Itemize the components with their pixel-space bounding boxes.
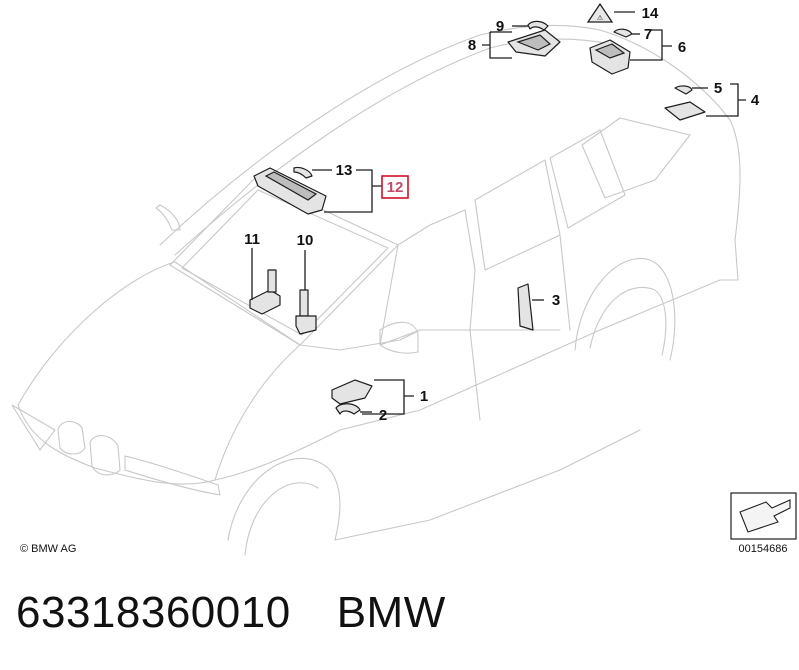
- callout-4: 4: [706, 83, 760, 117]
- callout-1: 1: [362, 379, 428, 415]
- callout-6-label: 6: [678, 39, 686, 56]
- callout-1-label: 1: [420, 388, 428, 405]
- callout-8: 8: [468, 31, 512, 59]
- overhead-console-module: [589, 28, 633, 75]
- brand-name: BMW: [336, 588, 446, 637]
- callout-7-label: 7: [644, 26, 652, 43]
- callout-6: 6: [630, 29, 686, 61]
- svg-text:⚠: ⚠: [597, 14, 603, 22]
- callout-14-label: 14: [642, 5, 659, 22]
- callout-7: 7: [632, 26, 652, 43]
- callout-12-label: 12: [387, 179, 404, 196]
- part-footer: 63318360010 BMW: [16, 588, 446, 638]
- glovebox-light: [331, 379, 373, 415]
- callout-12: 12: [324, 169, 409, 213]
- callout-3: 3: [532, 292, 560, 309]
- warning-triangle-icon: ⚠: [586, 2, 614, 23]
- callout-11: 11: [244, 231, 260, 300]
- callout-8-label: 8: [468, 37, 476, 54]
- trim-strip: [517, 283, 534, 331]
- car-outline: [11, 24, 741, 556]
- callout-10: 10: [297, 232, 314, 290]
- part-number: 63318360010: [16, 588, 291, 637]
- door-contact-switch: [249, 269, 281, 315]
- rear-interior-light: [664, 85, 706, 121]
- callout-2-label: 2: [379, 407, 387, 424]
- front-reading-light: [507, 20, 561, 57]
- callout-9: 9: [496, 18, 528, 35]
- callout-13: 13: [312, 162, 352, 179]
- direction-arrow-icon: [730, 492, 797, 540]
- callout-11-label: 11: [244, 231, 260, 248]
- copyright: © BMW AG: [20, 543, 76, 555]
- callout-13-label: 13: [336, 162, 353, 179]
- callout-4-label: 4: [751, 92, 760, 109]
- callout-10-label: 10: [297, 232, 314, 249]
- callout-5: 5: [692, 80, 722, 97]
- callout-2: 2: [360, 407, 387, 424]
- diagram-id: 00154686: [739, 543, 788, 555]
- callout-5-label: 5: [714, 80, 722, 97]
- callout-14: 14: [614, 5, 659, 22]
- callout-9-label: 9: [496, 18, 504, 35]
- sensor-switch: [295, 289, 317, 335]
- highlight-box: [381, 175, 409, 199]
- callout-3-label: 3: [552, 292, 560, 309]
- map-light-assembly: [253, 166, 327, 215]
